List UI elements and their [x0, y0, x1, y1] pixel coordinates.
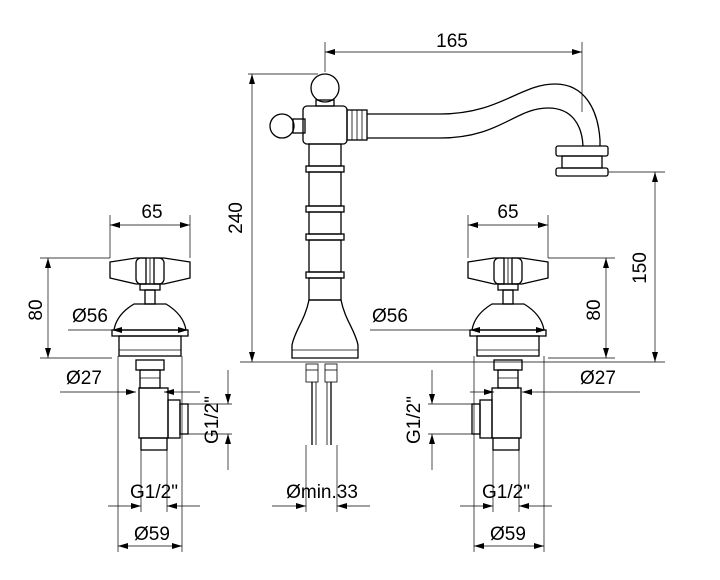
label-handle-height-right: 80	[584, 299, 605, 320]
label-shank-dia-left: Ø27	[66, 368, 102, 389]
label-handle-width-right: 65	[497, 202, 518, 223]
label-min-hole: Ømin.33	[286, 482, 358, 503]
right-valve-assembly	[467, 257, 549, 451]
label-shank-dia-right: Ø27	[580, 368, 616, 389]
label-thread-side-right: G1/2"	[404, 396, 425, 444]
label-spout-height: 150	[630, 252, 651, 284]
label-body-dia-left: Ø56	[72, 306, 108, 327]
label-thread-bottom-right: G1/2"	[482, 482, 530, 503]
label-thread-bottom-left: G1/2"	[130, 482, 178, 503]
label-handle-height-left: 80	[26, 299, 47, 320]
dimension-labels: 165 240 150 65 65 80 80 Ø56 Ø56 Ø27 Ø27 …	[26, 31, 651, 545]
dimension-lines	[40, 42, 665, 552]
label-total-height: 240	[226, 202, 247, 234]
label-thread-side-left: G1/2"	[202, 396, 223, 444]
label-handle-width-left: 65	[141, 202, 162, 223]
label-flange-dia-right: Ø59	[490, 524, 526, 545]
label-spout-reach: 165	[436, 31, 468, 52]
spout-assembly	[269, 73, 609, 445]
label-flange-dia-left: Ø59	[134, 524, 170, 545]
left-valve-assembly	[109, 257, 191, 451]
label-body-dia-right: Ø56	[372, 306, 408, 327]
